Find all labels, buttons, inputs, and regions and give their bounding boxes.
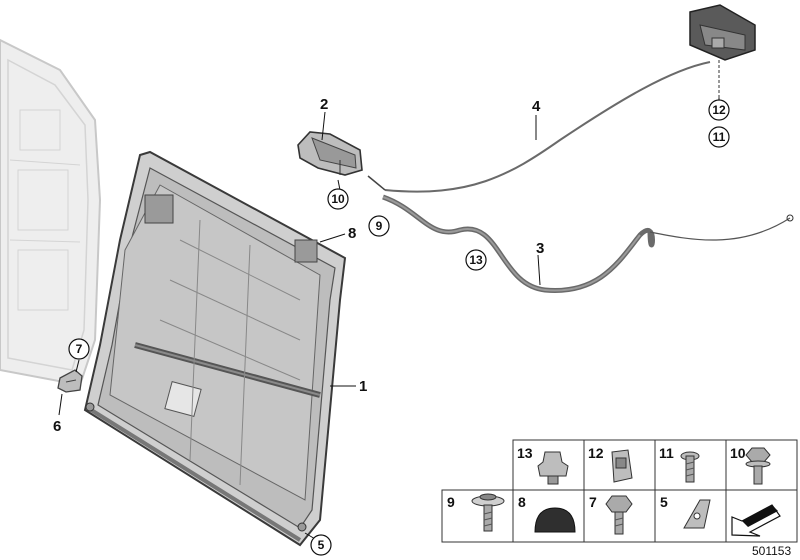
svg-text:10: 10 bbox=[331, 192, 345, 206]
direction-arrow-icon bbox=[731, 504, 781, 537]
cap-8-icon bbox=[534, 507, 576, 533]
screw-11-icon bbox=[680, 451, 700, 483]
callout-5-circle: 5 bbox=[310, 534, 332, 556]
bracket-part bbox=[57, 369, 83, 393]
callout-8: 8 bbox=[348, 225, 356, 242]
nut-12-icon bbox=[611, 449, 633, 483]
callout-9-circle: 9 bbox=[368, 215, 390, 237]
callout-12-circle: 12 bbox=[708, 99, 730, 121]
callout-6: 6 bbox=[53, 418, 61, 435]
callouts: 1 2 3 4 6 8 5 7 9 10 12 11 bbox=[53, 96, 730, 556]
svg-text:12: 12 bbox=[712, 103, 726, 117]
table-label-13: 13 bbox=[517, 445, 533, 461]
svg-text:9: 9 bbox=[376, 219, 383, 233]
table-label-9: 9 bbox=[447, 494, 455, 510]
table-label-11: 11 bbox=[659, 445, 674, 461]
svg-text:5: 5 bbox=[318, 538, 325, 552]
callout-2: 2 bbox=[320, 96, 328, 113]
clip-13-icon bbox=[537, 451, 569, 485]
svg-text:13: 13 bbox=[469, 253, 483, 267]
table-label-5: 5 bbox=[660, 494, 668, 510]
cable-4-part bbox=[367, 61, 711, 193]
diagram-number: 501153 bbox=[752, 544, 791, 558]
bracket-5-icon bbox=[683, 499, 711, 529]
callout-13-circle: 13 bbox=[465, 249, 487, 271]
ghost-backrest bbox=[0, 38, 102, 387]
table-label-12: 12 bbox=[588, 445, 604, 461]
parts-table: 13 12 11 10 9 8 7 5 bbox=[441, 439, 798, 543]
callout-1: 1 bbox=[359, 378, 367, 395]
release-handle-part bbox=[297, 131, 363, 176]
cable-3-part bbox=[382, 194, 794, 293]
backrest-frame-part bbox=[83, 150, 347, 547]
bolt-7-icon bbox=[605, 495, 633, 535]
table-label-7: 7 bbox=[589, 494, 597, 510]
callout-7-circle: 7 bbox=[68, 338, 90, 360]
collar-screw-9-icon bbox=[471, 493, 505, 532]
callout-10-circle: 10 bbox=[327, 188, 349, 210]
callout-11-circle: 11 bbox=[708, 126, 730, 148]
svg-text:7: 7 bbox=[76, 342, 83, 356]
table-label-8: 8 bbox=[518, 494, 526, 510]
callout-3: 3 bbox=[536, 240, 544, 257]
release-unit-part bbox=[689, 4, 756, 98]
svg-text:11: 11 bbox=[713, 130, 726, 144]
leader-lines bbox=[58, 98, 720, 544]
callout-4: 4 bbox=[532, 98, 541, 115]
bolt-10-icon bbox=[745, 447, 771, 485]
table-label-10: 10 bbox=[730, 445, 746, 461]
